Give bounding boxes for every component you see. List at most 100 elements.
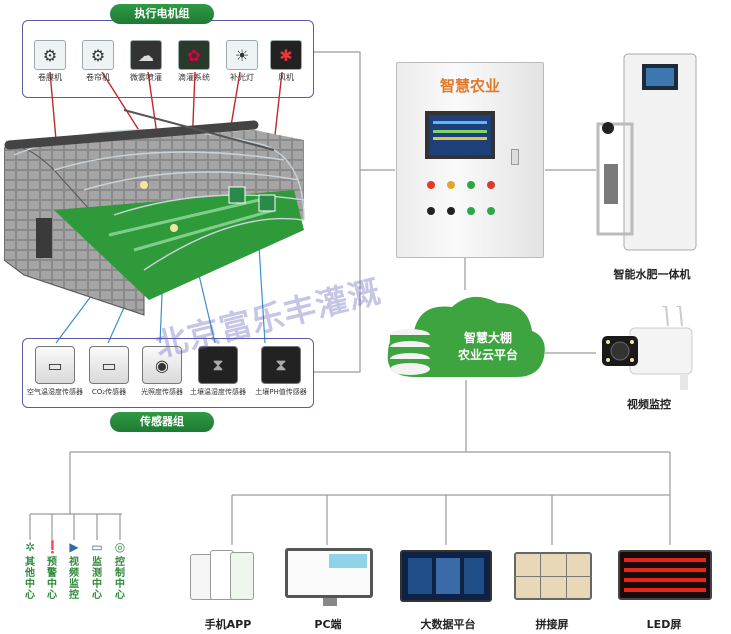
fertigation-label: 智能水肥一体机 <box>613 268 691 281</box>
led-row <box>624 588 706 592</box>
center-char: 预 <box>47 557 57 568</box>
grow-light-icon: ☀ <box>226 40 258 70</box>
cabinet-screen <box>425 111 495 159</box>
terminal-led-screen <box>618 550 712 602</box>
big-data-panel <box>408 558 432 594</box>
center-control: ◎ 控 制 中 心 <box>113 540 127 601</box>
center-char: 制 <box>115 568 125 579</box>
actuator-mist-spray: ☁ 微雾喷灌 <box>124 40 168 83</box>
cloud-platform-shape <box>387 296 545 377</box>
center-other: ✲ 其 他 中 心 <box>23 540 37 601</box>
curtain-roller-icon: ⚙ <box>82 40 114 70</box>
center-char: 警 <box>47 568 57 579</box>
monitor-icon: ▭ <box>91 540 103 554</box>
center-char: 他 <box>25 568 35 579</box>
terminal-label: 大数据平台 <box>420 618 476 631</box>
center-char: 心 <box>115 590 125 601</box>
cloud-title-line2: 农业云平台 <box>457 348 518 362</box>
actuator-drip-irrigation: ✿ 滴灌系统 <box>172 40 216 83</box>
film-roller-icon: ⚙ <box>34 40 66 70</box>
terminal-label: PC端 <box>314 618 342 631</box>
actuator-group-title: 执行电机组 <box>110 4 214 24</box>
sensor-label: 土壤PH值传感器 <box>255 388 307 396</box>
sensor-label: 光照度传感器 <box>141 388 183 396</box>
cabinet-buttons <box>427 181 495 215</box>
sensor-light: ◉ 光照度传感器 <box>136 346 188 397</box>
light-sensor-icon: ◉ <box>142 346 182 384</box>
actuator-label: 滴灌系统 <box>178 73 210 82</box>
actuator-label: 补光灯 <box>230 73 254 82</box>
drip-irrigation-icon: ✿ <box>178 40 210 70</box>
cloud-title-line1: 智慧大棚 <box>463 331 512 345</box>
center-char: 测 <box>92 568 102 579</box>
alert-icon: ❗ <box>45 540 60 554</box>
actuator-label: 风机 <box>278 73 294 82</box>
center-char: 中 <box>25 579 35 590</box>
soil-temp-humidity-sensor-icon: ⧗ <box>198 346 238 384</box>
air-temp-humidity-sensor-icon: ▭ <box>35 346 75 384</box>
cabinet-latch <box>511 149 519 165</box>
terminal-label: 手机APP <box>204 618 252 631</box>
fan-icon: ✱ <box>270 40 302 70</box>
center-char: 心 <box>92 590 102 601</box>
video-wall-divider <box>514 576 592 577</box>
actuator-film-roller: ⚙ 卷膜机 <box>28 40 72 83</box>
big-data-panel <box>464 558 484 594</box>
camera-device <box>602 306 693 390</box>
mist-spray-icon: ☁ <box>130 40 162 70</box>
pc-stand <box>323 598 337 606</box>
big-data-panel <box>436 558 460 594</box>
terminal-mobile-app <box>190 548 270 608</box>
led-row <box>624 558 706 562</box>
center-char: 心 <box>25 590 35 601</box>
center-char: 心 <box>47 590 57 601</box>
led-row <box>624 578 706 582</box>
cloud-title: 智慧大棚 农业云平台 <box>436 330 540 364</box>
actuator-fan: ✱ 风机 <box>264 40 308 83</box>
led-row <box>624 568 706 572</box>
center-char: 中 <box>92 579 102 590</box>
actuator-curtain-roller: ⚙ 卷帘机 <box>76 40 120 83</box>
cabinet-title: 智慧农业 <box>439 77 500 95</box>
center-alert: ❗ 预 警 中 心 <box>45 540 60 601</box>
sensor-group-frame <box>22 338 314 408</box>
camera-icon: ▶ <box>69 540 79 554</box>
gear-icon: ✲ <box>24 540 36 554</box>
center-char: 其 <box>25 557 35 568</box>
actuator-label: 卷帘机 <box>86 73 110 82</box>
control-cabinet: 智慧农业 <box>396 62 544 258</box>
pc-screen-content <box>329 554 367 568</box>
camera-label: 视频监控 <box>627 398 671 411</box>
terminal-big-data <box>400 550 492 606</box>
center-char: 中 <box>115 579 125 590</box>
sensor-soil-temp-humidity: ⧗ 土壤温湿度传感器 <box>186 346 250 397</box>
actuator-grow-light: ☀ 补光灯 <box>220 40 264 83</box>
actuator-label: 微雾喷灌 <box>130 73 162 82</box>
sensor-soil-ph: ⧗ 土壤PH值传感器 <box>250 346 312 397</box>
co2-sensor-icon: ▭ <box>89 346 129 384</box>
soil-ph-sensor-icon: ⧗ <box>261 346 301 384</box>
sensor-air-temp-humidity: ▭ 空气温湿度传感器 <box>24 346 86 397</box>
greenhouse-illustration <box>4 109 305 316</box>
control-icon: ◎ <box>114 540 126 554</box>
sensor-group-title: 传感器组 <box>110 412 214 432</box>
actuator-label: 卷膜机 <box>38 73 62 82</box>
terminal-label: 拼接屏 <box>535 618 569 631</box>
sensor-label: 空气温湿度传感器 <box>27 388 83 396</box>
sensor-co2: ▭ CO₂传感器 <box>84 346 134 397</box>
fertigation-machine-illustration <box>596 53 697 251</box>
center-char: 监 <box>92 557 102 568</box>
center-char: 视 <box>69 557 79 568</box>
center-char: 控 <box>115 557 125 568</box>
fertigation-machine <box>594 44 704 258</box>
center-char: 频 <box>69 568 79 579</box>
center-char: 中 <box>47 579 57 590</box>
sensor-label: 土壤温湿度传感器 <box>190 388 246 396</box>
center-video: ▶ 视 频 监 控 <box>67 540 81 601</box>
phone-screens <box>230 552 254 600</box>
center-char: 监 <box>69 579 79 590</box>
center-char: 控 <box>69 590 79 601</box>
terminal-label: LED屏 <box>646 618 682 631</box>
center-monitor: ▭ 监 测 中 心 <box>90 540 104 601</box>
terminal-video-wall <box>514 552 592 604</box>
